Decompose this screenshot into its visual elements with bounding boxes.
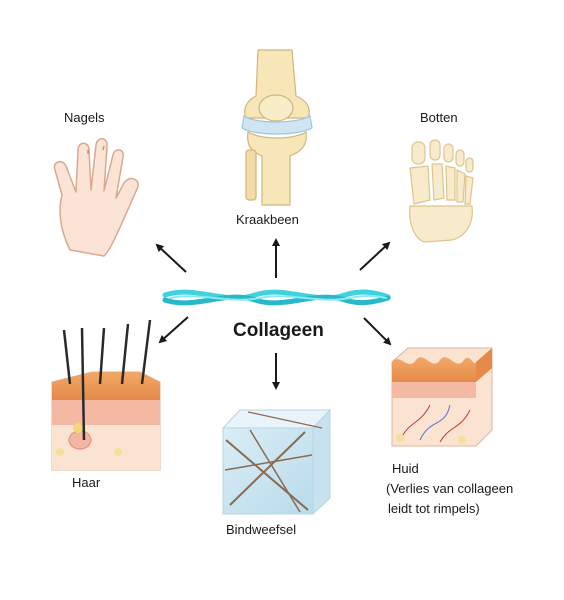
skin-section-icon (391, 347, 493, 447)
knee-joint-icon (241, 49, 313, 206)
label-bindweefsel: Bindweefsel (226, 522, 297, 537)
arrow-to-haar (158, 316, 189, 344)
connective-tissue-cube-icon (221, 408, 332, 516)
label-huid: Huid (392, 461, 419, 476)
hand-icon (53, 138, 139, 257)
label-botten: Botten (420, 110, 458, 125)
arrow-to-huid (363, 317, 392, 346)
label-nagels: Nagels (64, 110, 105, 125)
label-huid-note-1: (Verlies van collageen (386, 481, 514, 496)
label-collageen: Collageen (233, 320, 324, 341)
foot-bones-icon (409, 139, 474, 243)
label-haar: Haar (72, 475, 101, 490)
arrow-to-botten (359, 241, 391, 271)
arrow-to-nagels (155, 243, 187, 273)
label-kraakbeen: Kraakbeen (236, 212, 299, 227)
label-huid-note-2: leidt tot rimpels) (388, 501, 480, 516)
hair-follicle-icon (51, 319, 161, 471)
arrows (155, 238, 392, 390)
collagen-fiber-icon (162, 289, 391, 306)
